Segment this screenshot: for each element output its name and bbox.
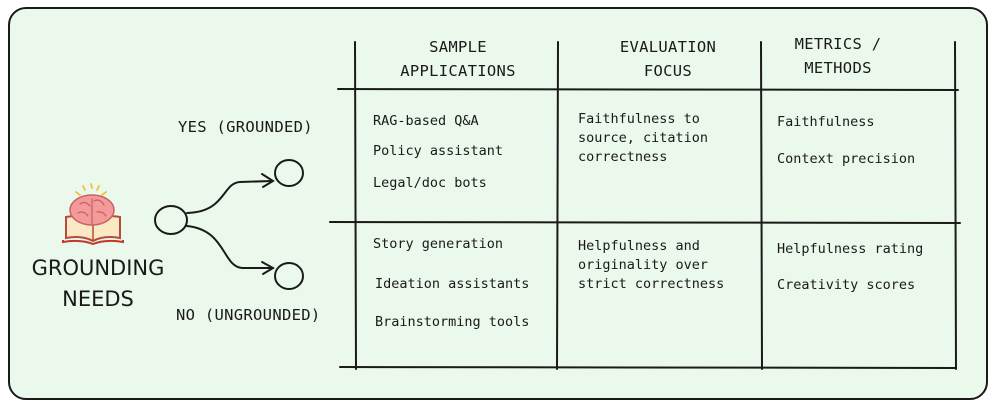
ungrounded-metric: Creativity scores xyxy=(777,277,916,293)
grounded-metric: Faithfulness xyxy=(777,114,875,130)
diagram-frame xyxy=(8,7,988,400)
focus-line: source, citation xyxy=(578,130,709,146)
header-line: FOCUS xyxy=(643,62,693,80)
header-line: EVALUATION xyxy=(619,38,717,56)
focus-line: originality over xyxy=(578,257,709,273)
header-line: METRICS / xyxy=(794,35,882,53)
ungrounded-focus: Helpfulness and originality over strict … xyxy=(578,237,724,294)
header-line: METHODS xyxy=(804,59,872,77)
grounded-focus: Faithfulness to source, citation correct… xyxy=(578,110,708,167)
root-label: GROUNDING NEEDS xyxy=(24,253,172,315)
column-line-2 xyxy=(556,41,559,370)
yes-node xyxy=(274,159,304,187)
yes-arrowhead xyxy=(261,173,275,188)
grounded-application: Policy assistant xyxy=(373,143,504,159)
header-sample-applications: SAMPLE APPLICATIONS xyxy=(358,35,558,83)
row-divider xyxy=(329,221,961,224)
column-line-4 xyxy=(954,41,957,370)
header-metrics-methods: METRICS / METHODS xyxy=(738,32,938,80)
focus-line: Faithfulness to xyxy=(578,111,700,127)
column-line-1 xyxy=(354,41,357,370)
ungrounded-application: Brainstorming tools xyxy=(375,314,530,330)
grounded-metric: Context precision xyxy=(777,151,916,167)
root-label-line-1: GROUNDING xyxy=(31,256,165,280)
ungrounded-metric: Helpfulness rating xyxy=(777,241,924,257)
header-evaluation-focus: EVALUATION FOCUS xyxy=(568,35,768,83)
no-arrowhead xyxy=(261,261,276,275)
yes-branch-label: YES (GROUNDED) xyxy=(178,118,313,136)
ungrounded-application: Ideation assistants xyxy=(375,276,530,292)
no-branch-curve xyxy=(186,225,273,269)
no-branch-label: NO (UNGROUNDED) xyxy=(176,306,321,324)
grounded-application: RAG-based Q&A xyxy=(373,113,479,129)
grounded-application: Legal/doc bots xyxy=(373,175,487,191)
focus-line: correctness xyxy=(578,149,668,165)
ungrounded-application: Story generation xyxy=(373,236,504,252)
root-node xyxy=(154,205,188,235)
header-line: APPLICATIONS xyxy=(400,62,516,80)
header-divider xyxy=(337,88,959,91)
focus-line: strict correctness xyxy=(578,276,725,292)
brain-on-book-icon xyxy=(62,183,124,246)
no-node xyxy=(274,262,304,290)
root-label-line-2: NEEDS xyxy=(62,287,134,311)
table-bottom-line xyxy=(339,366,957,369)
focus-line: Helpfulness and xyxy=(578,238,700,254)
yes-branch-curve xyxy=(186,180,273,214)
header-line: SAMPLE xyxy=(429,38,487,56)
column-line-3 xyxy=(760,41,763,370)
